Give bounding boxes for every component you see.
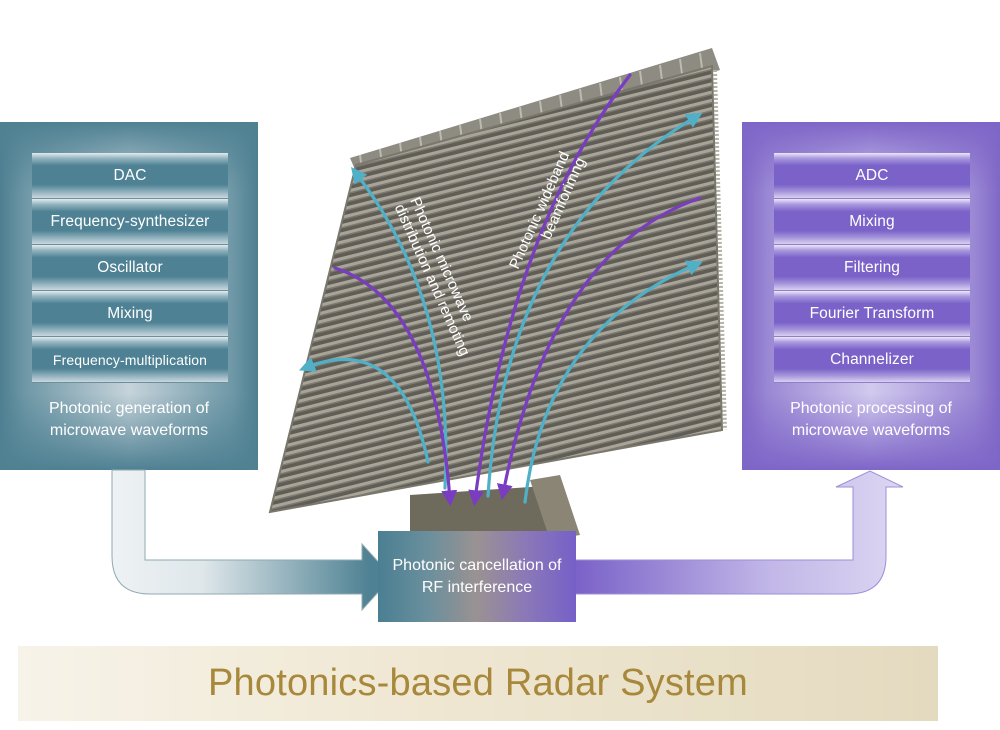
- stack-item-channelizer: Channelizer: [774, 337, 970, 383]
- generation-panel: DAC Frequency-synthesizer Oscillator Mix…: [0, 122, 258, 470]
- generation-stack: DAC Frequency-synthesizer Oscillator Mix…: [32, 153, 228, 383]
- radar-antenna-image: Photonic microwave distribution and remo…: [268, 48, 727, 540]
- stack-item-adc: ADC: [774, 153, 970, 199]
- stack-item-frequency-multiplication: Frequency-multiplication: [32, 337, 228, 383]
- generation-caption-line2: microwave waveforms: [49, 422, 209, 439]
- violet-arrow-2: [468, 73, 632, 507]
- generation-caption-line1: Photonic generation of: [48, 400, 210, 417]
- processing-caption: Photonic processing of microwave wavefor…: [742, 398, 1000, 442]
- radar-antenna: Photonic microwave distribution and remo…: [260, 30, 740, 540]
- generation-caption: Photonic generation of microwave wavefor…: [0, 398, 258, 442]
- stack-item-frequency-synthesizer: Frequency-synthesizer: [32, 199, 228, 245]
- processing-caption-line2: microwave waveforms: [791, 422, 951, 439]
- diagram-title: Photonics-based Radar System: [208, 662, 748, 704]
- processing-caption-line1: Photonic processing of: [790, 400, 952, 417]
- cancellation-line1: Photonic cancellation of: [392, 556, 562, 574]
- stack-item-mixing: Mixing: [774, 199, 970, 245]
- cancellation-box: Photonic cancellation of RF interference: [378, 531, 576, 622]
- radar-panel: [270, 66, 722, 512]
- processing-stack: ADC Mixing Filtering Fourier Transform C…: [774, 153, 970, 383]
- violet-arrow-1: [333, 266, 458, 507]
- cyan-arrow-1: [351, 166, 448, 490]
- processing-panel: ADC Mixing Filtering Fourier Transform C…: [742, 122, 1000, 470]
- cyan-arrow-2: [299, 357, 430, 464]
- stack-item-filtering: Filtering: [774, 245, 970, 291]
- stack-item-dac: DAC: [32, 153, 228, 199]
- cancellation-line2: RF interference: [421, 578, 533, 596]
- stack-item-fourier-transform: Fourier Transform: [774, 291, 970, 337]
- title-banner: Photonics-based Radar System: [18, 646, 938, 721]
- stack-item-oscillator: Oscillator: [32, 245, 228, 291]
- stack-item-mixing: Mixing: [32, 291, 228, 337]
- radar-signal-arrows: [299, 73, 703, 507]
- cyan-arrow-3: [486, 112, 703, 498]
- violet-arrow-3: [496, 196, 702, 501]
- cyan-arrow-4: [523, 260, 703, 504]
